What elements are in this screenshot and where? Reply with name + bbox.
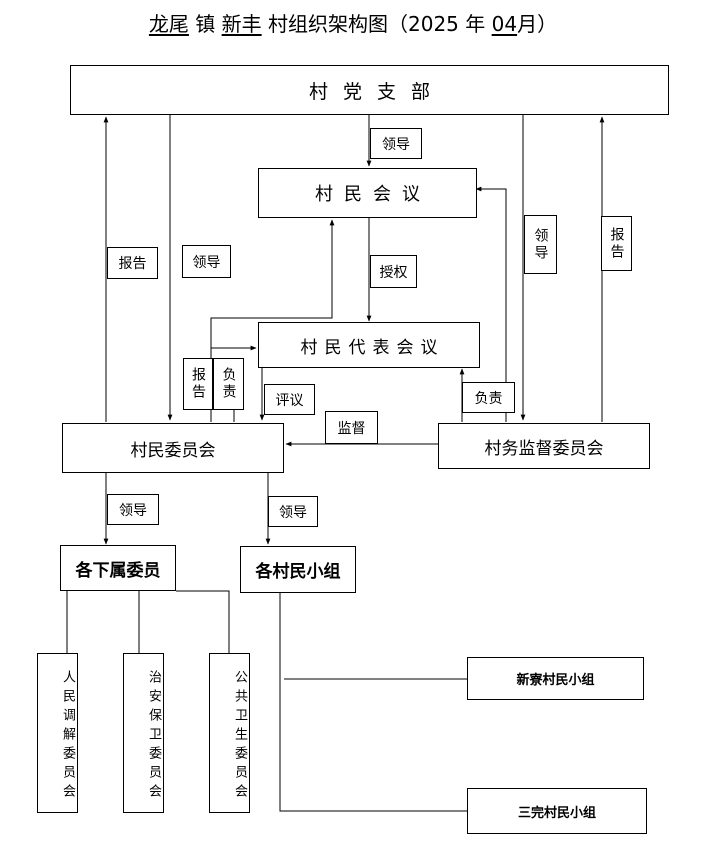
xinliao-group-box: 新寮村民小组 — [467, 657, 644, 700]
label-lead-right: 领导 — [524, 215, 557, 274]
representatives-meeting-box: 村民代表会议 — [258, 322, 480, 368]
label-report-right: 报告 — [601, 216, 632, 271]
title-town-suffix: 镇 — [195, 12, 216, 36]
title-town: 龙尾 — [148, 12, 189, 36]
supervision-committee-box: 村务监督委员会 — [438, 423, 650, 469]
label-authorize: 授权 — [370, 255, 417, 288]
villagers-committee-box: 村民委员会 — [62, 423, 284, 473]
label-lead-groups: 领导 — [268, 496, 318, 527]
security-committee-box: 治安保卫委员会 — [123, 653, 164, 813]
mediation-committee-box: 人民调解委员会 — [37, 653, 78, 813]
title-month: 04 — [491, 12, 518, 36]
villager-groups-box: 各村民小组 — [240, 546, 356, 593]
label-report-left: 报告 — [107, 247, 158, 279]
sanwan-group-box: 三完村民小组 — [467, 788, 647, 834]
party-branch-box: 村党支部 — [70, 65, 669, 115]
label-review: 评议 — [264, 384, 315, 415]
label-supervise: 监督 — [325, 411, 378, 444]
label-lead-left: 领导 — [182, 245, 231, 278]
label-lead-top: 领导 — [370, 128, 422, 159]
title-village: 新丰 — [221, 12, 262, 36]
page-title: 龙尾 镇 新丰 村组织架构图（2025 年 04月） — [0, 8, 706, 37]
villagers-meeting-box: 村民会议 — [258, 168, 477, 218]
label-responsible-mid: 负责 — [213, 358, 244, 410]
label-lead-sub: 领导 — [107, 494, 159, 525]
health-committee-box: 公共卫生委员会 — [209, 653, 250, 813]
label-responsible-right: 负责 — [462, 382, 515, 413]
title-text: 村组织架构图（2025 年 — [268, 12, 486, 36]
subordinate-committees-box: 各下属委员 — [60, 545, 176, 591]
title-close: 月） — [517, 12, 558, 36]
label-report-mid: 报告 — [183, 358, 213, 410]
